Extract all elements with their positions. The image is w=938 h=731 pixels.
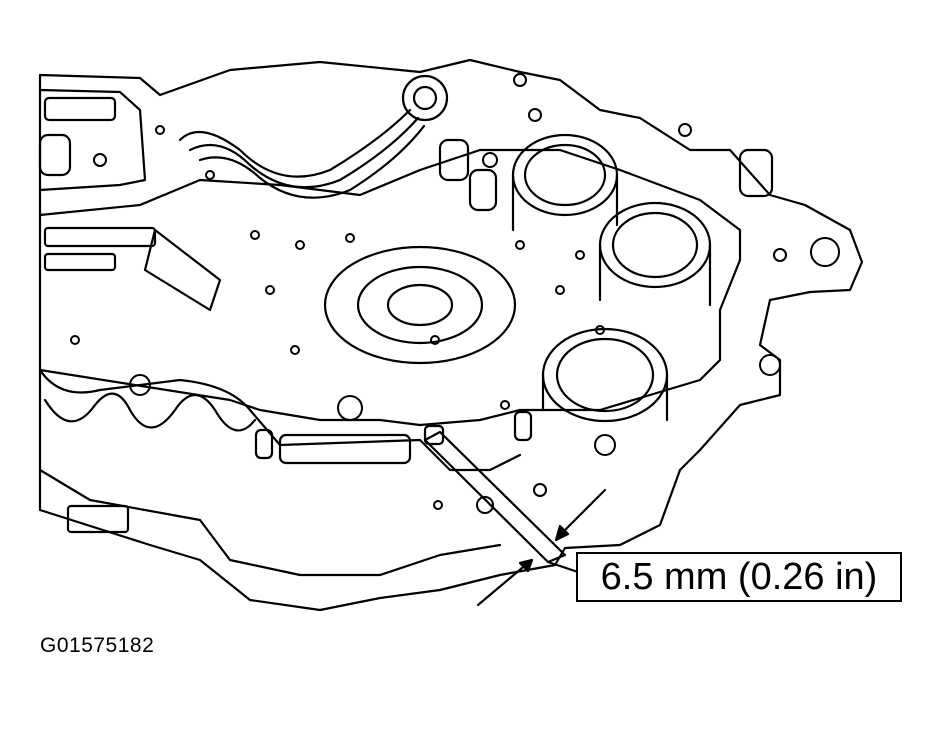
lower-slot xyxy=(278,433,412,465)
lower-casting-wave xyxy=(43,392,257,432)
left-slot-3 xyxy=(43,252,117,272)
accumulator-bore-1 xyxy=(511,133,619,217)
lower-tab xyxy=(66,504,130,534)
leader-line xyxy=(546,560,580,574)
separator-plate xyxy=(38,148,742,427)
accumulator-bore-2-inner xyxy=(611,211,699,279)
center-ring-outer xyxy=(323,245,517,365)
dimension-arrow-upper xyxy=(558,488,607,537)
accumulator-bore-3-inner xyxy=(555,337,655,413)
pin-top-3 xyxy=(468,168,498,212)
harness-grommet xyxy=(401,74,449,122)
figure-id: G01575182 xyxy=(40,634,155,657)
pin-gauge-right xyxy=(513,410,533,442)
harness-grommet-inner xyxy=(412,85,438,111)
accumulator-bore-3 xyxy=(541,327,669,423)
dimension-arrowhead-upper xyxy=(554,524,570,542)
lower-casting-lip xyxy=(38,468,502,577)
accumulator-walls xyxy=(511,173,712,422)
pin-right xyxy=(738,148,774,198)
pin-gauge-left xyxy=(254,428,274,460)
wire-harness xyxy=(178,108,426,199)
left-ramp xyxy=(143,228,222,312)
gauge-bar-top-pin xyxy=(423,424,445,446)
dimension-arrowhead-lower xyxy=(518,558,534,573)
left-slot-1 xyxy=(43,96,117,122)
gauge-bar xyxy=(423,430,567,564)
left-upper-block xyxy=(38,88,147,192)
dimension-callout-text: 6.5 mm (0.26 in) xyxy=(600,555,878,598)
valve-body-outline xyxy=(38,58,864,612)
dimension-arrow-lower xyxy=(476,561,530,607)
pin-top-2 xyxy=(438,138,470,182)
lower-casting-edge xyxy=(38,368,522,472)
left-slot-2 xyxy=(43,226,157,248)
center-ring-inner xyxy=(386,283,454,327)
center-ring-mid xyxy=(356,265,484,345)
accumulator-bore-1-inner xyxy=(523,143,607,207)
dimension-callout: 6.5 mm (0.26 in) xyxy=(576,552,902,602)
pin-top-1 xyxy=(38,133,72,177)
bolt-holes xyxy=(70,73,840,514)
